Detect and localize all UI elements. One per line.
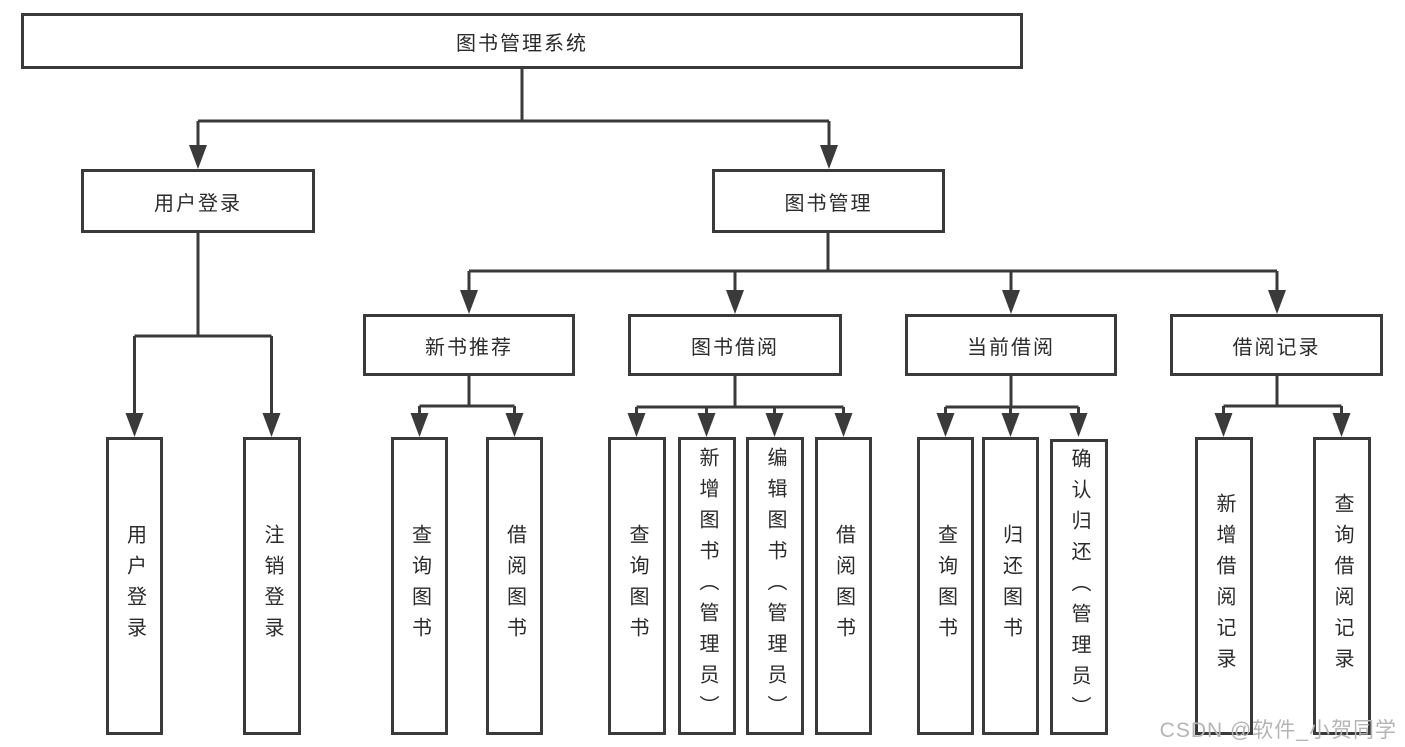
arrowhead-icon <box>627 413 646 437</box>
arrowhead-icon <box>410 413 429 437</box>
node-user-login-branch: 用户登录 <box>81 169 315 233</box>
arrowhead-icon <box>125 413 144 437</box>
connector-records-to-leaves <box>1222 376 1343 415</box>
node-book-borrow: 图书借阅 <box>628 314 842 376</box>
node-book-management-branch: 图书管理 <box>712 169 945 233</box>
leaf-add-books-admin: 新增图书（管理员） <box>678 437 736 735</box>
leaf-user-login: 用户登录 <box>106 437 163 735</box>
connector-mgmt-to-level3 <box>467 233 1279 292</box>
connector-recommend-to-leaves <box>418 376 516 415</box>
leaf-query-borrow-record: 查询借阅记录 <box>1313 437 1371 735</box>
leaf-borrow-books: 借阅图书 <box>815 437 872 735</box>
arrowhead-icon <box>936 413 955 437</box>
arrowhead-icon <box>726 290 744 314</box>
arrowhead-icon <box>765 413 784 437</box>
leaf-recommend-query-books: 查询图书 <box>391 437 448 735</box>
leaf-confirm-return-admin: 确认归还（管理员） <box>1050 439 1108 735</box>
leaf-edit-books-admin: 编辑图书（管理员） <box>746 437 804 735</box>
arrowhead-icon <box>460 290 478 314</box>
node-borrow-records: 借阅记录 <box>1170 314 1383 376</box>
arrowhead-icon <box>1332 413 1351 437</box>
connector-borrow-to-leaves <box>635 376 845 415</box>
leaf-return-books: 归还图书 <box>982 437 1039 735</box>
node-new-book-recommend: 新书推荐 <box>363 314 575 376</box>
connector-root-to-level2 <box>196 69 831 147</box>
leaf-add-borrow-record: 新增借阅记录 <box>1195 437 1253 735</box>
connector-login-to-leaves <box>133 233 273 415</box>
arrowhead-icon <box>820 145 838 169</box>
arrowhead-icon <box>262 413 281 437</box>
arrowhead-icon <box>189 145 207 169</box>
arrowhead-icon <box>1069 413 1088 437</box>
connector-current-to-leaves <box>944 376 1080 415</box>
arrowhead-icon <box>1214 413 1233 437</box>
node-current-borrow: 当前借阅 <box>905 314 1117 376</box>
arrowhead-icon <box>697 413 716 437</box>
csdn-watermark: CSDN @软件_小贺同学 <box>1159 719 1397 742</box>
arrowhead-icon <box>505 413 524 437</box>
leaf-borrow-query-books: 查询图书 <box>608 437 666 735</box>
arrowhead-icon <box>1268 290 1286 314</box>
leaf-recommend-borrow-books: 借阅图书 <box>486 437 543 735</box>
arrowhead-icon <box>1001 413 1020 437</box>
leaf-logout: 注销登录 <box>243 437 301 735</box>
leaf-current-query-books: 查询图书 <box>917 437 974 735</box>
arrowhead-icon <box>1002 290 1020 314</box>
arrowhead-icon <box>834 413 853 437</box>
node-root-system: 图书管理系统 <box>21 13 1023 69</box>
